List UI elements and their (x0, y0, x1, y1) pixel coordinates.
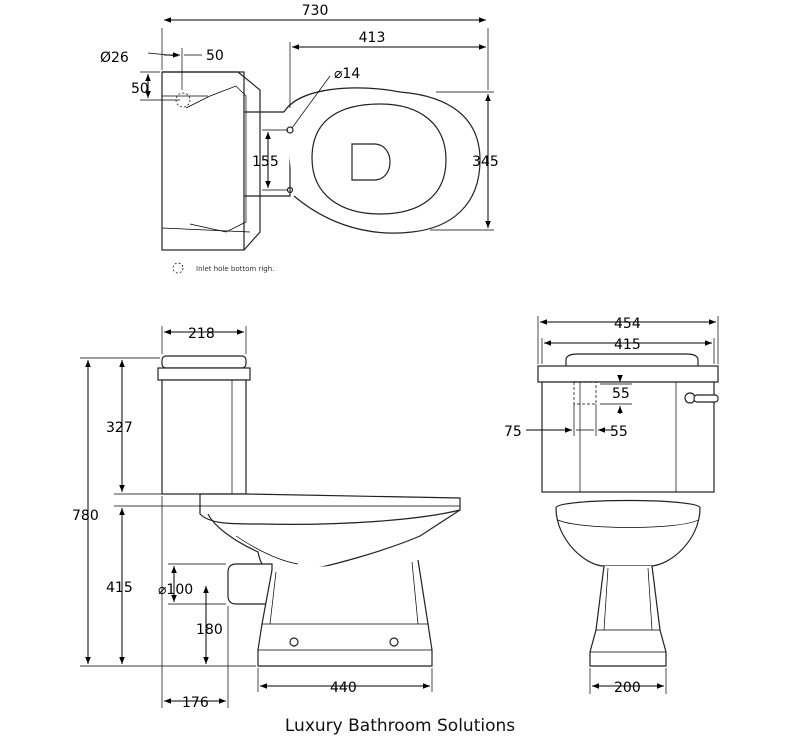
dim-180: 180 (196, 622, 223, 638)
dim-75: 75 (504, 424, 522, 440)
dim-345: 345 (472, 154, 499, 170)
dim-hole-y: 50 (131, 81, 149, 97)
dim-outlet-dia: ⌀100 (158, 582, 193, 598)
dim-415-front: 415 (614, 337, 641, 353)
flush-handle-icon (684, 392, 719, 404)
base-fixing-icon (289, 637, 299, 647)
dim-440: 440 (330, 680, 357, 696)
plan-view: 730 413 Ø26 50 50 ⌀14 155 345 Inlet hole… (100, 3, 499, 274)
dim-fixing-dia: ⌀14 (334, 66, 360, 82)
plan-note: Inlet hole bottom righ. (196, 265, 274, 273)
dim-55-top: 55 (612, 386, 630, 402)
dim-413: 413 (359, 30, 386, 46)
dim-hole-x: 50 (206, 48, 224, 64)
dim-hole-dia: Ø26 (100, 50, 129, 66)
dim-176: 176 (182, 695, 209, 711)
dim-415-side: 415 (106, 580, 133, 596)
front-cistern-lid (537, 365, 719, 383)
plan-cistern (161, 71, 261, 251)
dim-55-side: 55 (610, 424, 628, 440)
dim-454: 454 (614, 316, 641, 332)
side-pan (199, 493, 461, 667)
base-fixing-icon (389, 637, 399, 647)
side-cistern (157, 355, 251, 495)
dim-200: 200 (614, 680, 641, 696)
front-bowl (555, 499, 701, 567)
dim-155: 155 (252, 154, 279, 170)
plan-bowl (283, 87, 481, 234)
caption: Luxury Bathroom Solutions (284, 716, 516, 736)
dim-780: 780 (72, 508, 99, 524)
plan-hinge-d (351, 143, 391, 181)
plan-seat (311, 103, 447, 215)
dim-730: 730 (302, 3, 329, 19)
side-outlet (227, 563, 273, 605)
side-view: 218 327 780 415 ⌀100 180 176 440 (72, 326, 461, 711)
note-hole-icon (172, 262, 184, 274)
dim-218: 218 (188, 326, 215, 342)
front-view: 454 415 55 75 55 200 (504, 316, 719, 696)
dim-327: 327 (106, 420, 133, 436)
front-pedestal (589, 565, 667, 667)
